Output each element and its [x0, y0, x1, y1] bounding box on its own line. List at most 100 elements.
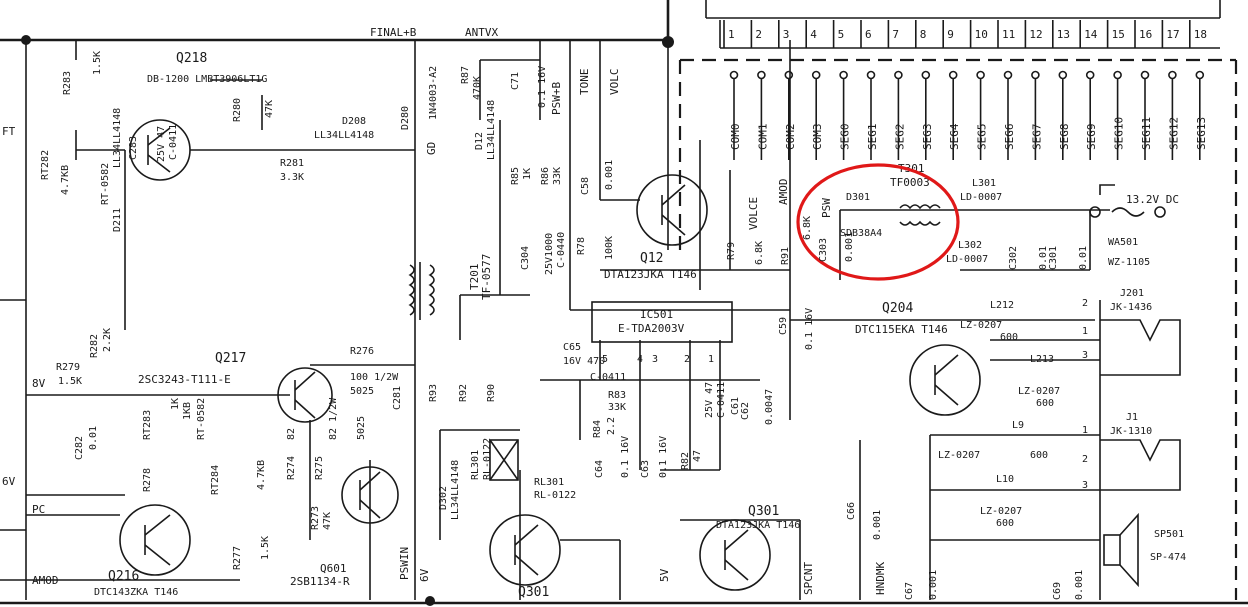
svg-text:C282: C282 [74, 436, 85, 460]
connector-pin-number: 3 [783, 28, 790, 41]
connector-signal-label: SEG5 [976, 124, 989, 151]
connector-pin-number: 14 [1084, 28, 1098, 41]
svg-text:1.5K: 1.5K [58, 376, 82, 387]
svg-text:47K: 47K [264, 100, 275, 118]
connector-pin-number: 13 [1057, 28, 1070, 41]
svg-text:C-0440: C-0440 [556, 232, 567, 268]
svg-text:JK-1310: JK-1310 [1110, 426, 1152, 437]
connector-pin-number: 11 [1002, 28, 1015, 41]
svg-text:DTC143ZKA T146: DTC143ZKA T146 [94, 587, 178, 598]
svg-text:2SB1134-R: 2SB1134-R [290, 575, 350, 588]
svg-text:Q217: Q217 [215, 351, 246, 366]
svg-text:0.001: 0.001 [1074, 570, 1085, 600]
svg-text:LD-0007: LD-0007 [960, 192, 1002, 203]
svg-text:D211: D211 [112, 208, 123, 232]
svg-text:1.5K: 1.5K [92, 51, 103, 75]
rail-label-volc: VOLC [608, 69, 621, 96]
svg-text:0.1 16V: 0.1 16V [658, 436, 669, 478]
svg-text:C65: C65 [563, 342, 581, 353]
svg-text:LZ-0207: LZ-0207 [980, 506, 1022, 517]
svg-text:600: 600 [1000, 332, 1018, 343]
svg-text:R283: R283 [62, 71, 73, 95]
svg-text:DB-1200 LMBT3906LT1G: DB-1200 LMBT3906LT1G [147, 74, 267, 85]
svg-text:5025: 5025 [356, 416, 367, 440]
rail-label-8v: 8V [32, 377, 46, 390]
rail-label-6v-b: 6V [418, 568, 431, 582]
svg-text:R92: R92 [458, 384, 469, 402]
connector-signal-label: SEG12 [1167, 117, 1180, 150]
connector-pin-number: 16 [1139, 28, 1152, 41]
svg-text:C301: C301 [1048, 246, 1059, 270]
connector-pin-number: 9 [947, 28, 954, 41]
svg-text:DTC115EKA T146: DTC115EKA T146 [855, 323, 948, 336]
svg-text:2: 2 [684, 354, 690, 365]
svg-text:RL-0122: RL-0122 [482, 438, 493, 480]
svg-text:600: 600 [996, 518, 1014, 529]
svg-text:3: 3 [652, 354, 658, 365]
svg-text:D301: D301 [846, 192, 870, 203]
transistor-q300: Q301 DTA123JKA T146 [699, 504, 800, 591]
transistor-q12: Q12 DTA123JKA T146 [604, 174, 708, 281]
svg-text:R91: R91 [780, 247, 791, 265]
svg-text:RT-0582: RT-0582 [100, 163, 111, 205]
svg-text:TF0003: TF0003 [890, 176, 930, 189]
rail-label-gd: GD [425, 142, 438, 155]
svg-text:SP-474: SP-474 [1150, 552, 1186, 563]
svg-text:R82: R82 [680, 452, 691, 470]
svg-text:82 1/2W: 82 1/2W [328, 397, 339, 440]
svg-text:0.001: 0.001 [604, 160, 615, 190]
svg-text:L9: L9 [1012, 420, 1024, 431]
svg-text:0.01: 0.01 [1078, 246, 1089, 270]
connector-pin-terminal [1113, 70, 1122, 80]
ic-ic501: IC501 E-TDA2003V 5 4 3 2 1 [591, 301, 733, 365]
rail-label-amod-left: AMOD [32, 574, 59, 587]
svg-text:LL34LL4148: LL34LL4148 [486, 100, 497, 160]
svg-text:25V 47: 25V 47 [704, 382, 715, 418]
svg-text:SP501: SP501 [1154, 529, 1184, 540]
transistor-q301: Q301 [489, 514, 561, 600]
connector-pin-number: 12 [1029, 28, 1042, 41]
svg-text:R275: R275 [314, 456, 325, 480]
transistor-q218: Q218 DB-1200 LMBT3906LT1G [129, 51, 267, 181]
svg-text:R78: R78 [576, 237, 587, 255]
svg-text:100 1/2W: 100 1/2W [350, 372, 399, 383]
svg-text:WZ-1105: WZ-1105 [1108, 257, 1150, 268]
svg-text:LL34LL4148: LL34LL4148 [450, 460, 461, 520]
svg-text:LD-0007: LD-0007 [946, 254, 988, 265]
svg-text:0.01: 0.01 [88, 426, 99, 450]
svg-text:3: 3 [1082, 480, 1088, 491]
svg-text:R85: R85 [510, 167, 521, 185]
connector-pin-terminal [757, 70, 766, 80]
rail-label-volce: VOLCE [747, 197, 760, 230]
connector-signal-label: COM0 [729, 124, 742, 151]
svg-text:C-0411: C-0411 [168, 124, 179, 160]
svg-text:R273: R273 [310, 506, 321, 530]
transistor-q204: Q204 DTC115EKA T146 [855, 301, 981, 416]
power-connector-wa501 [1089, 184, 1166, 218]
transistor-q217: Q217 2SC3243-T111-E [138, 351, 333, 423]
rail-label-psw: PSW [820, 198, 833, 218]
svg-text:D208: D208 [342, 116, 366, 127]
jack-j201 [1100, 319, 1181, 376]
svg-text:0.001: 0.001 [928, 570, 939, 600]
svg-text:0.1 16V: 0.1 16V [804, 308, 815, 350]
svg-text:RL301: RL301 [470, 450, 481, 480]
svg-text:1K: 1K [522, 168, 533, 180]
svg-text:6.8K: 6.8K [802, 216, 813, 240]
svg-text:C64: C64 [594, 460, 605, 478]
svg-text:2SC3243-T111-E: 2SC3243-T111-E [138, 373, 231, 386]
rail-label-final-b: FINAL+B [370, 26, 417, 39]
svg-text:TF-0577: TF-0577 [480, 254, 493, 300]
svg-text:D280: D280 [400, 106, 411, 130]
transistor-q601: Q601 2SB1134-R [290, 466, 399, 588]
svg-text:C63: C63 [640, 460, 651, 478]
svg-text:RT283: RT283 [142, 410, 153, 440]
connector-pin-number: 6 [865, 28, 872, 41]
svg-text:L10: L10 [996, 474, 1014, 485]
connector-pin-number: 10 [975, 28, 988, 41]
svg-text:2: 2 [1082, 298, 1088, 309]
transformer-t201: T201 TF-0577 [408, 254, 493, 320]
connector-pin-number: 15 [1112, 28, 1125, 41]
svg-text:1.5K: 1.5K [260, 536, 271, 560]
